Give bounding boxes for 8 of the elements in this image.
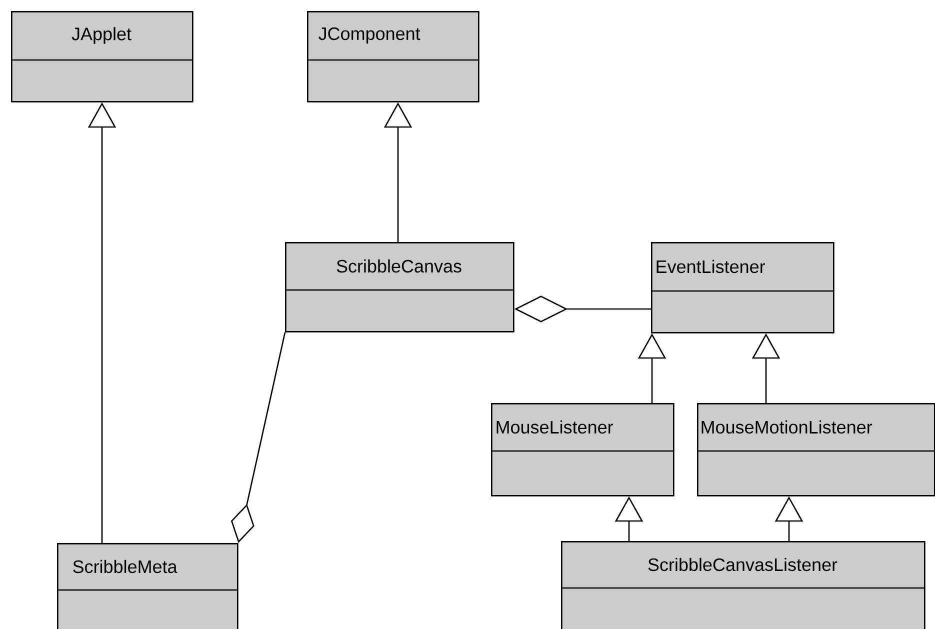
- class-box: ScribbleCanvas: [285, 242, 514, 332]
- class-box: JComponent: [307, 11, 480, 102]
- class-box: MouseListener: [491, 403, 674, 496]
- class-box: ScribbleCanvasListener: [561, 541, 926, 629]
- class-box: EventListener: [651, 242, 834, 334]
- class-box: ScribbleMeta: [57, 543, 238, 629]
- class-box: MouseMotionListener: [697, 403, 935, 496]
- class-box: JApplet: [11, 11, 194, 102]
